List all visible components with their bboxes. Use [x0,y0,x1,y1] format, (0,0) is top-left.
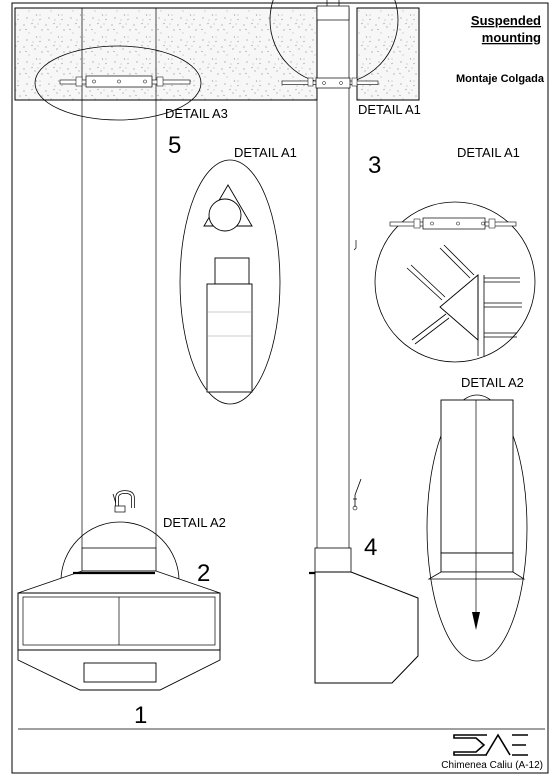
label-detail-a3: DETAIL A3 [165,106,228,121]
step-2: 2 [197,560,210,587]
detail-a3-ellipse [34,45,202,121]
hood-left [17,547,221,691]
hook-lower [353,478,362,507]
sheet-border [11,2,549,774]
pipe-hook-left [112,490,135,513]
svg-text:DAE: DAE [480,743,482,746]
label-detail-a1-top: DETAIL A1 [358,102,421,117]
title-mounting: mounting [482,30,541,45]
detail-a2-right-content [427,399,526,630]
ceiling-bracket-left [59,75,191,88]
flue-top-block [316,5,350,21]
hood-right [309,547,419,684]
ceiling-bracket-right [281,77,379,89]
detail-a1-right-circle [374,201,536,363]
title-suspended: Suspended [471,13,541,28]
detail-a1-left-ellipse [179,159,281,405]
label-detail-a2-bottom: DETAIL A2 [163,515,226,530]
detail-a1-right-content [389,217,522,356]
ceiling-slab-left [14,7,318,101]
hook-upper [353,240,357,251]
step-5: 5 [168,132,181,159]
label-detail-a1-left: DETAIL A1 [234,145,297,160]
footer-model-name: Chimenea Caliu (A-12) [441,760,543,771]
detail-a2-right-ellipse [426,394,528,662]
label-detail-a2-right: DETAIL A2 [461,375,524,390]
step-1: 1 [134,702,147,729]
step-3: 3 [368,152,381,179]
dae-logo: DAE [453,733,528,756]
subtitle-spanish: Montaje Colgada [456,73,545,85]
label-detail-a1-right: DETAIL A1 [457,145,520,160]
detail-a1-left-content [203,184,253,393]
step-4: 4 [364,534,377,561]
